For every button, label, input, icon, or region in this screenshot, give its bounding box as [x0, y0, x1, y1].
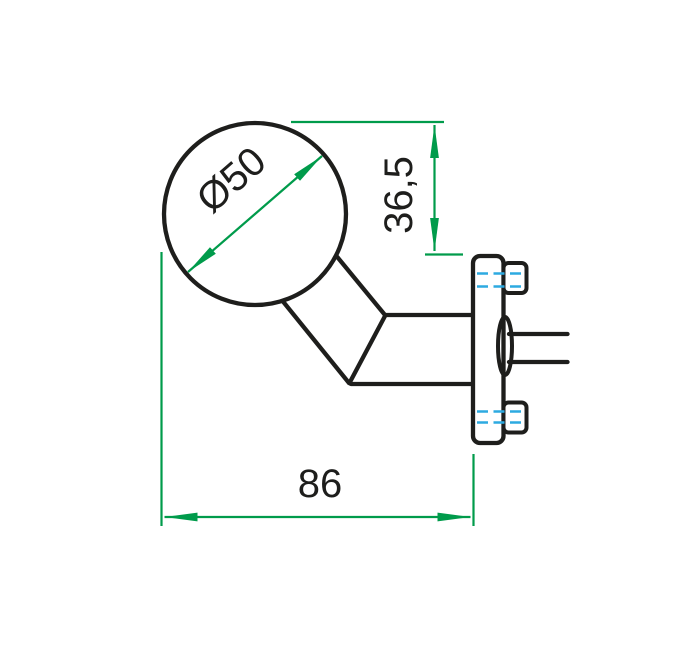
wall-plate: [470, 253, 570, 446]
diameter-dimension-line: [187, 155, 323, 273]
mounting-screw-bottom: [501, 400, 529, 435]
arm-lower-outline: [278, 296, 476, 387]
width-label: 86: [298, 462, 343, 506]
height-label: 36,5: [377, 156, 421, 234]
mounting-screw-top: [501, 261, 529, 295]
mounting-plate: [470, 253, 506, 446]
dimension-width: 86: [160, 252, 475, 526]
bracket-arm: [278, 250, 476, 387]
hidden-screw-lines: [477, 272, 527, 424]
dimension-height: 36,5: [291, 120, 463, 256]
arm-joint-edge: [347, 313, 388, 385]
arm-upper-outline: [331, 250, 476, 318]
pivot-boss: [496, 315, 514, 377]
